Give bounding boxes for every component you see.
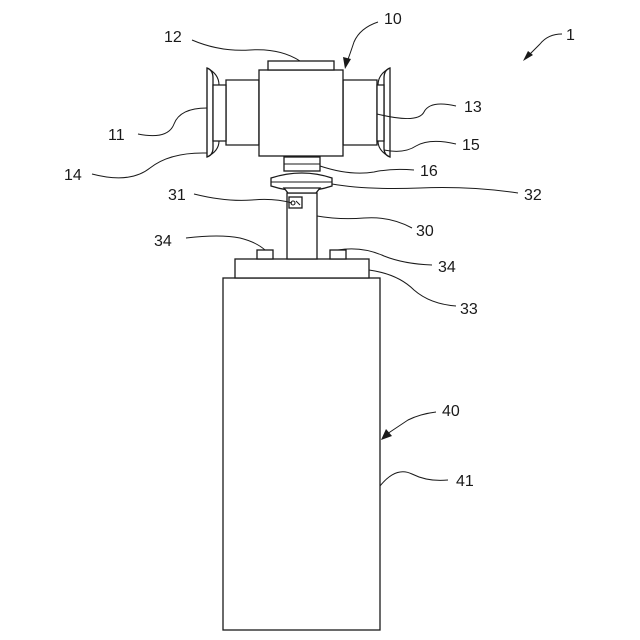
leader-left-flange — [92, 153, 207, 178]
leader-top-cap — [192, 40, 300, 61]
label-shaft: 30 — [416, 223, 434, 240]
leader-valve-assembly — [347, 22, 378, 62]
label-bolt-right: 34 — [438, 259, 456, 276]
right-flange — [384, 68, 390, 157]
right-port-neck — [377, 85, 384, 141]
left-flange — [207, 68, 213, 157]
leader-left-port — [138, 108, 207, 136]
bolt-right — [330, 250, 346, 259]
label-pin: 31 — [168, 187, 186, 204]
left-port — [226, 80, 259, 145]
right-port — [343, 80, 377, 145]
label-actuator-housing: 41 — [456, 473, 474, 490]
leader-bolt-left — [186, 236, 265, 250]
label-coupling: 32 — [524, 187, 542, 204]
leader-pin — [194, 194, 292, 203]
leader-coupling — [332, 184, 518, 193]
label-stem: 16 — [420, 163, 438, 180]
leader-actuator — [387, 412, 436, 434]
left-port-neck — [213, 85, 226, 141]
coupling-neck — [284, 188, 320, 193]
label-actuator: 40 — [442, 403, 460, 420]
top-cap — [268, 61, 334, 70]
leader-device — [527, 34, 562, 57]
leader-stem — [320, 166, 414, 173]
arrowhead-actuator — [381, 429, 392, 440]
leader-actuator-housing — [380, 472, 448, 486]
label-top-cap: 12 — [164, 29, 182, 46]
label-bolt-left: 34 — [154, 233, 172, 250]
label-left-port: 11 — [108, 127, 125, 144]
label-right-port: 13 — [464, 99, 482, 116]
bolt-left — [257, 250, 273, 259]
leader-shaft — [317, 216, 412, 228]
valve-body — [259, 70, 343, 156]
label-valve-assembly: 10 — [384, 11, 402, 28]
label-left-flange: 14 — [64, 167, 82, 184]
label-base-plate: 33 — [460, 301, 478, 318]
base-plate — [235, 259, 369, 278]
actuator-housing — [223, 278, 380, 630]
arrowhead-valve-assembly — [343, 57, 351, 69]
leader-right-flange — [384, 141, 456, 151]
label-right-flange: 15 — [462, 137, 480, 154]
label-device: 1 — [566, 27, 575, 44]
